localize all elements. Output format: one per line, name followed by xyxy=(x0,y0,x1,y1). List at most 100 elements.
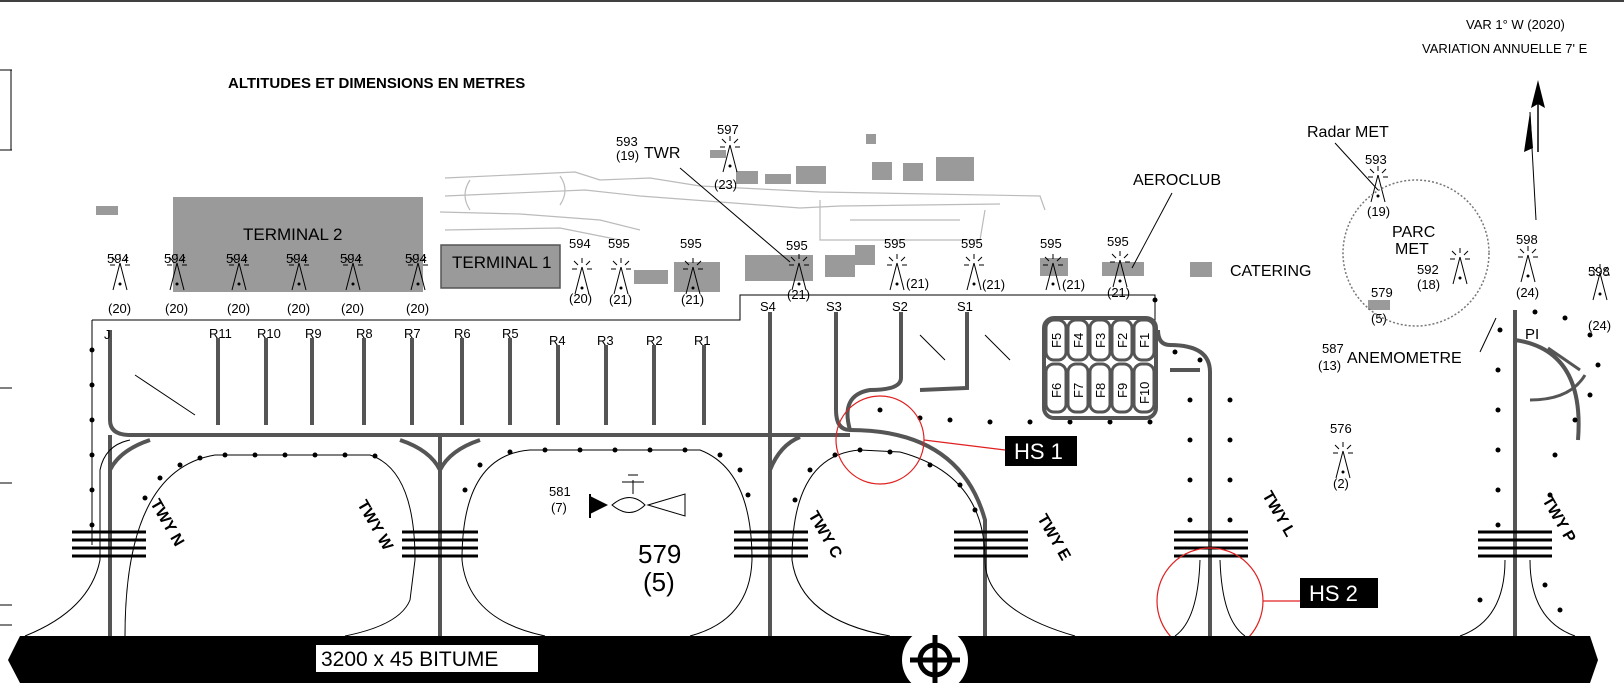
obstacle-elevation: 594 xyxy=(405,251,427,266)
stand-label: R9 xyxy=(305,326,322,341)
units-note: ALTITUDES ET DIMENSIONS EN METRES xyxy=(228,75,525,92)
stand-label: R5 xyxy=(502,326,519,341)
obstacle-height: (21) xyxy=(681,292,704,307)
obstacle-height: (21) xyxy=(1107,285,1130,300)
obstacle-symbol-icon xyxy=(789,254,809,291)
stand-label: F6 xyxy=(1049,383,1064,398)
obstacle-symbol-icon xyxy=(683,258,703,295)
obstacle-height: (2) xyxy=(1333,476,1349,491)
building xyxy=(825,255,855,277)
stand-label: S2 xyxy=(892,299,908,314)
obstacle-elevation: 595 xyxy=(608,236,630,251)
taxiway-label: TWY P xyxy=(1539,494,1579,546)
stand-label: R7 xyxy=(404,326,421,341)
freight-stand-boxes xyxy=(1044,318,1156,414)
terminal2-label: TERMINAL 2 xyxy=(243,225,343,244)
stand-labels: J R11 R10 R9 R8 R7 R6 R5 R4 R3 R2 R1 S4 … xyxy=(104,299,973,348)
stand-label: F10 xyxy=(1137,382,1152,404)
stand-label: F2 xyxy=(1115,333,1130,348)
obstacle-height: (21) xyxy=(787,287,810,302)
obstacle-elevation: 594 xyxy=(569,236,591,251)
obstacle-symbol-icon xyxy=(1043,254,1063,291)
obstacle-height: (20) xyxy=(569,291,592,306)
obstacle-symbol-icon xyxy=(289,254,309,291)
obstacle-elevation: 581 xyxy=(549,484,571,499)
building xyxy=(936,157,974,181)
obstacle-height: (21) xyxy=(906,276,929,291)
obstacle-symbol-icon xyxy=(611,258,631,295)
building xyxy=(674,262,720,292)
building xyxy=(872,162,892,180)
stand-label: F7 xyxy=(1071,383,1086,398)
apron-hatch-line xyxy=(984,334,1011,361)
stand-label: R10 xyxy=(257,326,281,341)
pi-label: PI xyxy=(1525,326,1539,343)
obstacle-height: (21) xyxy=(1062,277,1085,292)
obstacle-elevation: 587 xyxy=(1322,341,1344,356)
aeroclub-label: AEROCLUB xyxy=(1133,172,1221,189)
building xyxy=(765,174,791,184)
obstacle-height: (20) xyxy=(165,301,188,316)
met-park-label: MET xyxy=(1395,241,1429,258)
stand-label: J xyxy=(104,327,111,342)
obstacle-height: (20) xyxy=(108,301,131,316)
obstacle-height: (24) xyxy=(1516,285,1539,300)
obstacle-elevation: 594 xyxy=(107,251,129,266)
obstacle-symbol-icon xyxy=(1590,264,1610,301)
building xyxy=(796,166,826,184)
apron-hatch-line xyxy=(919,334,946,361)
stand-label: S1 xyxy=(957,299,973,314)
taxiway-label: TWY C xyxy=(805,509,846,562)
obstacle-symbol-icon xyxy=(1450,248,1470,285)
obstacle-height: (18) xyxy=(1417,277,1440,292)
obstacle-symbol-icon xyxy=(1333,442,1353,479)
obstacle-height: (20) xyxy=(227,301,250,316)
stand-label: F4 xyxy=(1071,333,1086,348)
terminal2-building xyxy=(173,197,423,292)
stand-label: S4 xyxy=(760,299,776,314)
aeroclub-leader-line xyxy=(1131,192,1173,269)
obstacle-height: (19) xyxy=(616,148,639,163)
stand-label: F8 xyxy=(1093,383,1108,398)
taxiway-label: TWY W xyxy=(354,498,397,555)
pi-marker xyxy=(1547,346,1581,372)
obstacle-symbol-icon xyxy=(1368,166,1388,203)
obstacle-elevation: 595 xyxy=(961,236,983,251)
stand-label: R1 xyxy=(694,333,711,348)
obstacle-elevation: 595 xyxy=(1107,234,1129,249)
obstacle-symbol-icon xyxy=(572,258,592,295)
obstacle-height: (21) xyxy=(982,277,1005,292)
taxiway-label: TWY N xyxy=(147,497,187,550)
met-shelter xyxy=(1368,300,1390,310)
apron-edge xyxy=(92,294,1156,330)
stand-label: F1 xyxy=(1137,333,1152,348)
holding-positions xyxy=(72,530,1552,558)
obstacle-symbol-icon xyxy=(167,254,187,291)
terminal1-building xyxy=(440,244,561,289)
runway-dimensions: 3200 x 45 BITUME xyxy=(321,648,498,671)
building xyxy=(736,171,758,184)
stand-label: F3 xyxy=(1093,333,1108,348)
obstacle-symbol-icon xyxy=(110,254,130,291)
windsock-icon xyxy=(589,474,686,518)
obstacle-symbol-icon xyxy=(229,254,249,291)
met-park-label: PARC xyxy=(1392,224,1435,241)
stand-label: S3 xyxy=(826,299,842,314)
obstacle-elevation: 594 xyxy=(286,251,308,266)
building xyxy=(634,270,668,284)
obstacle-elevation: 595 xyxy=(884,236,906,251)
pi-arc xyxy=(1529,374,1587,402)
stand-label: R2 xyxy=(646,333,663,348)
hotspot-hs2: HS 2 xyxy=(1156,547,1378,655)
obstacle-elevation: 593 xyxy=(1365,152,1387,167)
obstacle-elevation: 594 xyxy=(340,251,362,266)
edge-lights xyxy=(89,297,1601,613)
building xyxy=(903,163,923,181)
building xyxy=(1102,262,1144,276)
obstacle-elevation: 598 xyxy=(1516,232,1538,247)
obstacle-height: (13) xyxy=(1318,358,1341,373)
stand-label: R3 xyxy=(597,333,614,348)
obstacle-elevation: 598 xyxy=(1588,264,1610,279)
freight-stand-labels: F5 F4 F3 F2 F1 F6 F7 F8 F9 F10 xyxy=(1049,333,1152,404)
